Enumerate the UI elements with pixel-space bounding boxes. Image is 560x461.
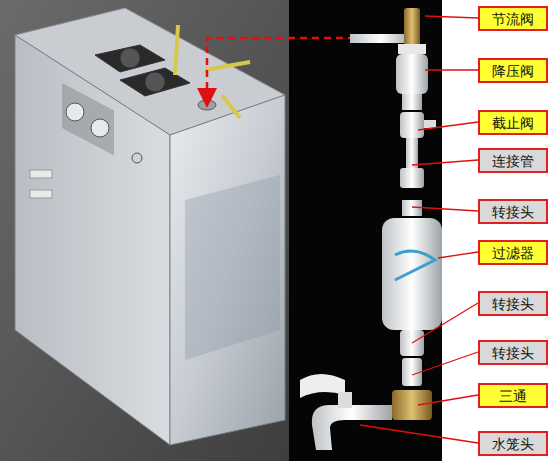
part-label: 转接头 xyxy=(492,297,534,311)
label-box: 水笼头 xyxy=(478,431,548,456)
part-label: 转接头 xyxy=(492,205,534,219)
part-label: 转接头 xyxy=(492,346,534,360)
label-box: 转接头 xyxy=(478,291,548,316)
label-box: 三通 xyxy=(478,383,548,408)
part-label: 节流阀 xyxy=(492,12,534,26)
label-box: 节流阀 xyxy=(478,6,548,31)
label-box: 截止阀 xyxy=(478,110,548,135)
part-label: 三通 xyxy=(499,389,527,403)
label-box: 连接管 xyxy=(478,148,548,173)
label-box: 过滤器 xyxy=(478,240,548,265)
label-box: 转接头 xyxy=(478,199,548,224)
label-box: 转接头 xyxy=(478,340,548,365)
part-label: 连接管 xyxy=(492,154,534,168)
part-label: 过滤器 xyxy=(492,246,534,260)
part-label: 降压阀 xyxy=(492,64,534,78)
part-label: 水笼头 xyxy=(492,437,534,451)
part-label: 截止阀 xyxy=(492,116,534,130)
label-box: 降压阀 xyxy=(478,58,548,83)
